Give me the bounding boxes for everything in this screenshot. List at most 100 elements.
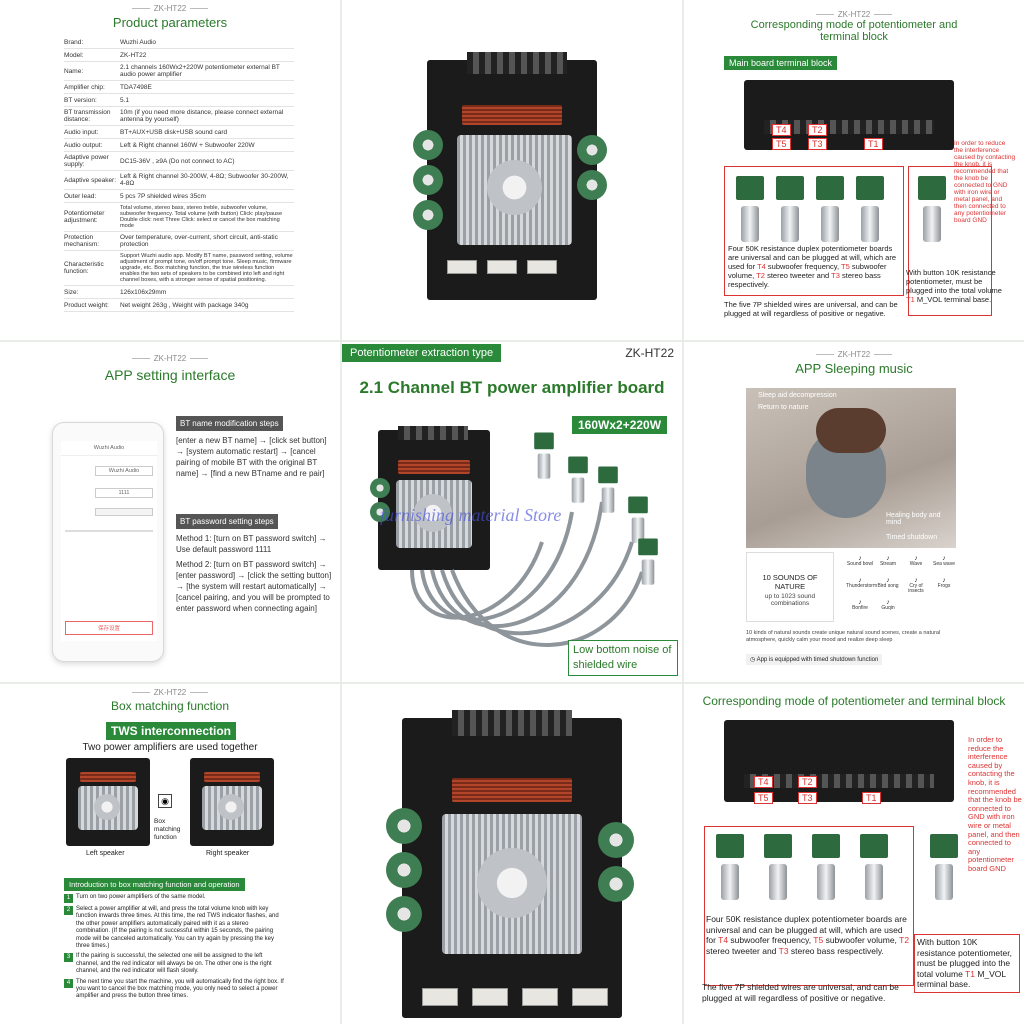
sounds-caption: 10 kinds of natural sounds create unique… xyxy=(746,630,941,643)
extraction-type-panel: Potentiometer extraction type ZK-HT22 2.… xyxy=(342,342,682,682)
terminal-label-t4: T4 xyxy=(754,776,773,788)
param-row: Audio output: Left & Right channel 160W +… xyxy=(64,139,294,152)
param-value: Wuzhi Audio xyxy=(120,38,157,46)
sound-item[interactable]: ♪Bonfire xyxy=(846,598,874,620)
param-row: Characteristic function:Support Wuzhi au… xyxy=(64,251,294,286)
phone-mockup: Wuzhi Audio Wuzhi Audio 1111 保存设置 xyxy=(52,422,164,662)
tws-subtitle: Two power amplifiers are used together xyxy=(82,742,258,753)
sound-item[interactable]: ♪Stream xyxy=(874,554,902,576)
music-note-icon: ♪ xyxy=(914,555,918,562)
param-row: Outer lead:5 pcs 7P shielded wires 35cm xyxy=(64,190,294,203)
panel-title: Corresponding mode of potentiometer and … xyxy=(702,694,1006,708)
sound-label: Thunderstorm xyxy=(846,582,878,589)
music-note-icon: ♪ xyxy=(858,577,862,584)
extraction-badge: Potentiometer extraction type xyxy=(342,344,502,362)
bt-name-field[interactable]: Wuzhi Audio xyxy=(95,466,153,476)
bt-name-steps: BT name modification steps [enter a new … xyxy=(176,416,336,479)
param-key: Audio input: xyxy=(64,128,99,136)
volume-slider[interactable] xyxy=(65,530,153,532)
app-field[interactable] xyxy=(95,508,153,516)
param-key: Model: xyxy=(64,51,84,59)
button-pot-description: With button 10K resistance potentiometer… xyxy=(914,934,1020,993)
step-number: 2 xyxy=(64,906,73,915)
param-value: TDA7498E xyxy=(120,83,152,91)
sounds-subtitle: up to 1023 sound combinations xyxy=(764,593,816,607)
model-tag: ZK-HT22 xyxy=(0,354,340,363)
music-note-icon: ♪ xyxy=(914,577,918,584)
speaker-icon: ◉ xyxy=(158,794,172,808)
param-key: Protection mechanism: xyxy=(64,234,100,248)
save-settings-button[interactable]: 保存设置 xyxy=(65,621,153,635)
param-row: Audio input: BT+AUX+USB disk+USB sound ca… xyxy=(64,126,294,139)
duplex-description: Four 50K resistance duplex potentiometer… xyxy=(728,244,897,289)
terminal-mapping-panel-2: Corresponding mode of potentiometer and … xyxy=(684,684,1024,1024)
amplifier-board xyxy=(386,710,634,1018)
music-note-icon: ♪ xyxy=(858,555,862,562)
param-key: Name: xyxy=(64,67,84,75)
pot-board xyxy=(860,834,888,904)
right-board xyxy=(190,758,274,846)
sound-item[interactable]: ♪Wave xyxy=(902,554,930,576)
param-key: BT version: xyxy=(64,96,97,104)
panel-title: Product parameters xyxy=(112,15,228,30)
step-text: If the pairing is successful, the select… xyxy=(76,953,272,975)
sound-label: Frogs xyxy=(937,582,951,589)
param-value: Over temperature, over-current, short ci… xyxy=(120,234,278,248)
music-note-icon: ♪ xyxy=(886,599,890,606)
board-terminal-strip xyxy=(724,720,954,802)
param-value: Left & Right channel 160W + Subwoofer 22… xyxy=(120,141,255,149)
sound-item[interactable]: ♪Sound bowl xyxy=(846,554,874,576)
param-key: Size: xyxy=(64,288,79,296)
main-board-badge: Main board terminal block xyxy=(724,56,838,70)
param-key: Potentiometer adjustment: xyxy=(64,210,105,224)
terminal-label-t3: T3 xyxy=(808,138,827,150)
bt-name-text: [enter a new BT name] → [click set butto… xyxy=(176,436,327,478)
button-pot-description: With button 10K resistance potentiometer… xyxy=(906,268,1002,304)
right-speaker-label: Right speaker xyxy=(206,850,250,857)
box-matching-panel: ZK-HT22 Box matching function TWS interc… xyxy=(0,684,340,1024)
gnd-note: In order to reduce the interference caus… xyxy=(968,735,1022,873)
sound-label: Bonfire xyxy=(852,604,868,611)
param-row: Name: 2.1 channels 160Wx2+220W potentiome… xyxy=(64,62,294,81)
duplex-pot-box xyxy=(704,826,914,986)
pot-board-main xyxy=(930,834,958,904)
param-value: BT+AUX+USB disk+USB sound card xyxy=(120,128,228,136)
sleep-aid-label: Sleep aid decompression xyxy=(758,392,837,399)
param-key: Amplifier chip: xyxy=(64,83,105,91)
intro-bar: Introduction to box matching function an… xyxy=(64,878,245,891)
sound-item[interactable]: ♪Bird song xyxy=(874,576,902,598)
amplifier-board xyxy=(370,426,490,570)
bt-password-heading: BT password setting steps xyxy=(176,514,278,529)
sound-item[interactable]: ♪Frogs xyxy=(930,576,958,598)
gnd-note: In order to reduce the interference caus… xyxy=(954,140,1016,224)
bt-password-field[interactable]: 1111 xyxy=(95,488,153,498)
terminal-label-t3: T3 xyxy=(798,792,817,804)
music-note-icon: ♪ xyxy=(858,599,862,606)
wire-description: The five 7P shielded wires are universal… xyxy=(702,982,899,1003)
button-pot-box xyxy=(908,166,992,316)
param-key: Audio output: xyxy=(64,141,103,149)
param-value: Left & Right channel 30-200W, 4-8Ω; Subw… xyxy=(120,173,289,187)
param-value: Net weight 263g , Weight with package 34… xyxy=(120,301,249,309)
param-row: Adaptive speaker:Left & Right channel 30… xyxy=(64,171,294,190)
step-text: Turn on two power amplifiers of the same… xyxy=(76,894,206,900)
timed-shutdown-note: ◷ App is equipped with timed shutdown fu… xyxy=(746,654,883,665)
sounds-title: 10 SOUNDS OF NATURE xyxy=(762,573,818,591)
sound-label: Sound bowl xyxy=(846,560,874,567)
param-value: Total volume, stereo bass, stereo treble… xyxy=(120,205,283,229)
param-value: 2.1 channels 160Wx2+220W potentiometer e… xyxy=(120,64,280,78)
sound-item[interactable]: ♪Thunderstorm xyxy=(846,576,878,598)
sound-item[interactable]: ♪Sea wave xyxy=(930,554,958,576)
watermark: furnishing material Store xyxy=(380,505,562,525)
pot-board-main xyxy=(918,176,946,246)
pot-board xyxy=(534,432,554,482)
terminal-mapping-panel: ZK-HT22 Corresponding mode of potentiome… xyxy=(684,0,1024,340)
app-setting-panel: ZK-HT22 APP setting interface Wuzhi Audi… xyxy=(0,342,340,682)
sound-item[interactable]: ♪Cry of insects xyxy=(902,576,930,598)
sound-item[interactable]: ♪Guqin xyxy=(874,598,902,620)
param-value: 10m (if you need more distance, please c… xyxy=(120,109,284,123)
method-1-text: Method 1: [turn on BT password switch] →… xyxy=(176,534,327,554)
terminal-label-t1: T1 xyxy=(862,792,881,804)
